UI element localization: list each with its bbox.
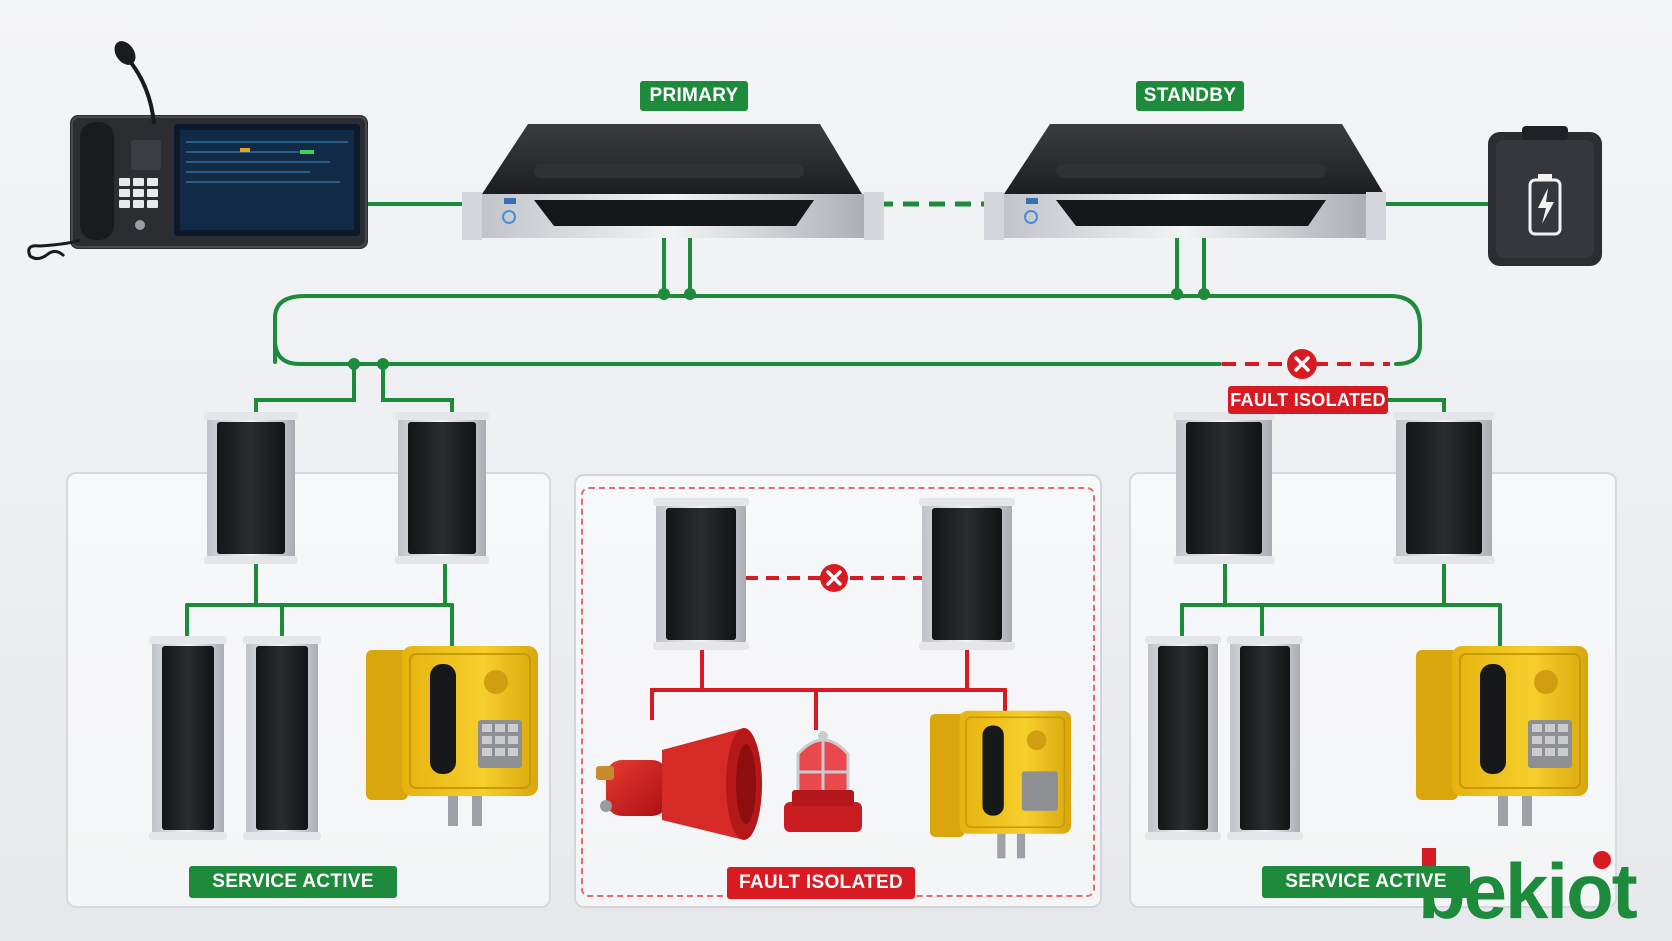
dispatch-console-icon [27, 41, 368, 261]
fault-x-icon [1287, 349, 1317, 379]
column-speaker-icon [653, 498, 749, 650]
zone-left-status: SERVICE ACTIVE [189, 866, 397, 898]
column-speaker-icon [395, 412, 489, 564]
horn-speaker-icon [596, 728, 762, 840]
column-speaker-icon [204, 412, 298, 564]
primary-label: PRIMARY [640, 81, 748, 111]
standby-label: STANDBY [1136, 81, 1244, 111]
column-speaker-icon [1393, 412, 1495, 564]
column-speaker-icon [1227, 636, 1303, 840]
column-speaker-icon [919, 498, 1015, 650]
emergency-phone-icon [366, 646, 538, 826]
column-speaker-icon [243, 636, 321, 840]
column-speaker-icon [149, 636, 227, 840]
server-icon [462, 124, 884, 240]
column-speaker-icon [1145, 636, 1221, 840]
zone-right-status: SERVICE ACTIVE [1262, 866, 1470, 898]
beacon-icon [784, 731, 862, 832]
zone-middle-status: FAULT ISOLATED [727, 867, 915, 899]
emergency-phone-icon [1416, 646, 1588, 826]
server-icon [984, 124, 1386, 240]
fault-x-icon [820, 564, 848, 592]
junction-dots [348, 288, 1210, 370]
battery-icon [1488, 126, 1602, 266]
emergency-phone-icon [930, 710, 1072, 859]
column-speaker-icon [1173, 412, 1275, 564]
ring-fault-label: FAULT ISOLATED [1228, 386, 1388, 414]
